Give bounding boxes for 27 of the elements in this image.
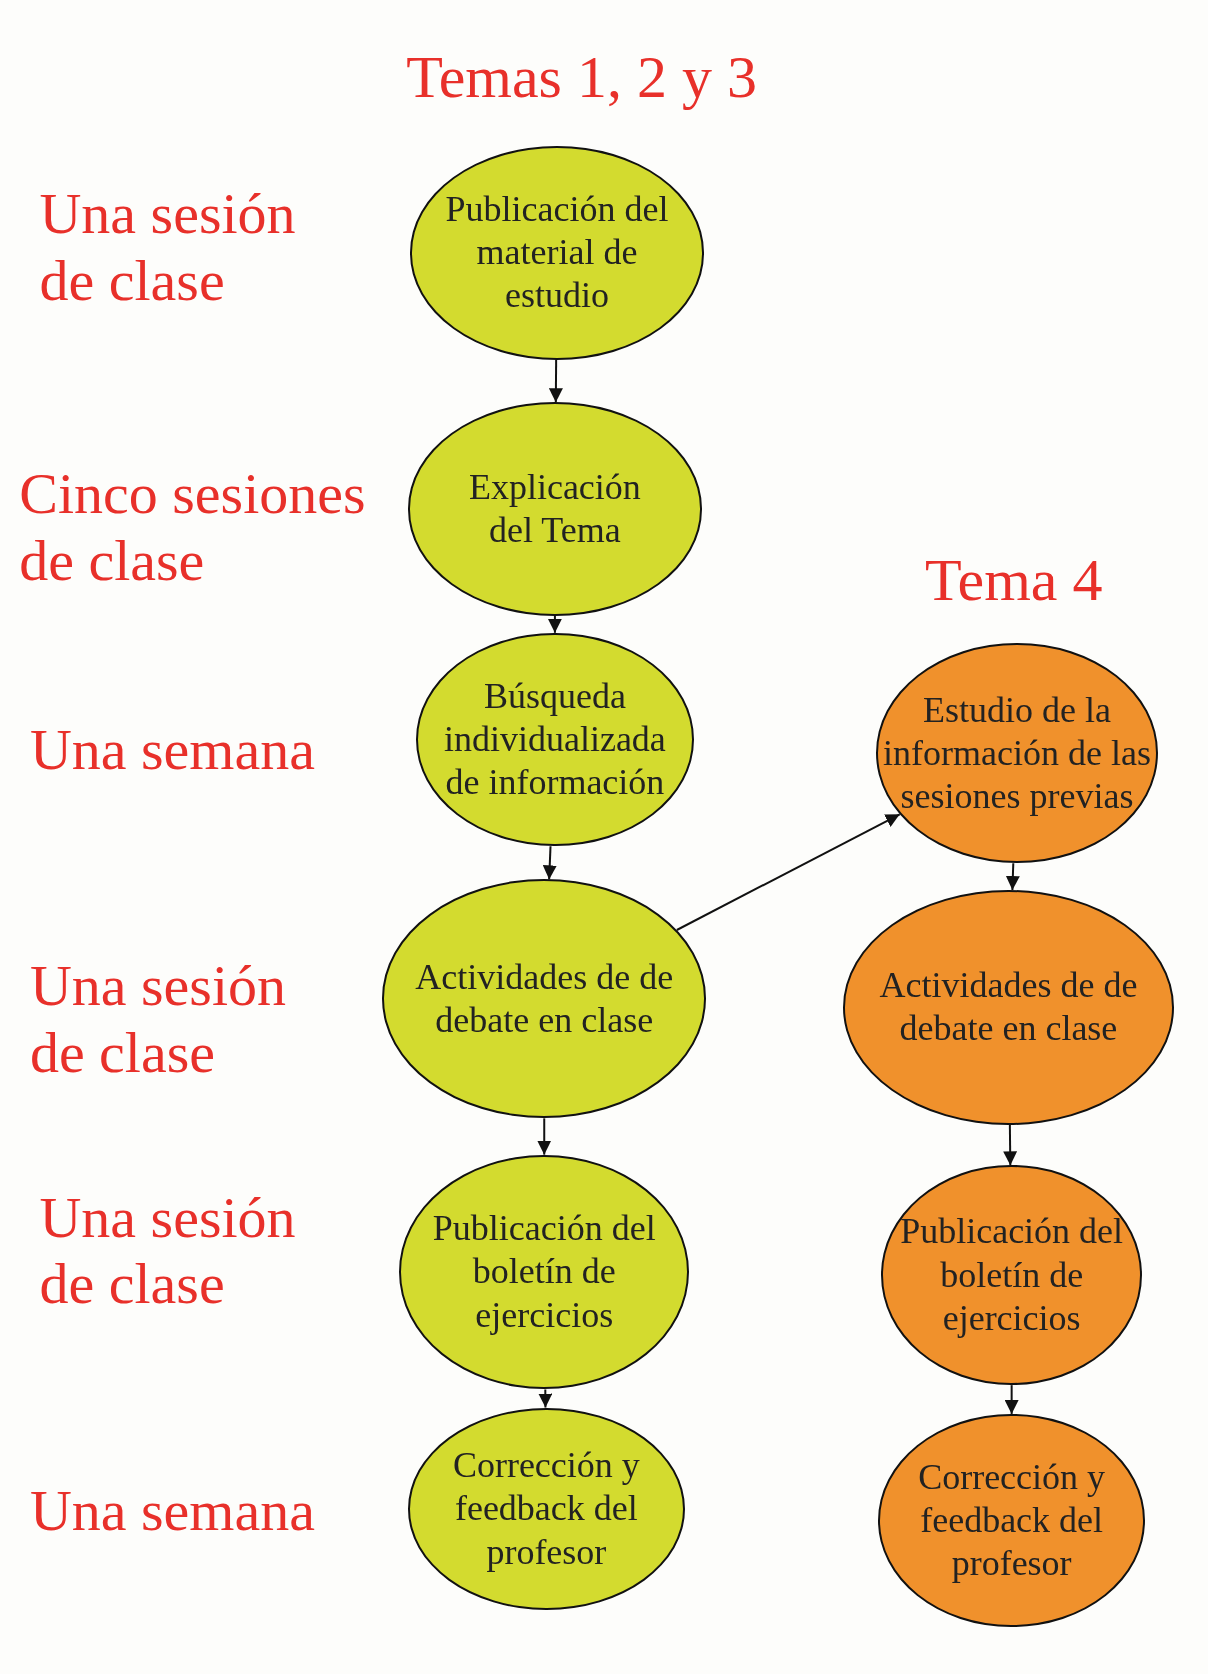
node-text: Búsqueda individualizada de información (442, 674, 667, 805)
duration-label: Una sesión de clase (29, 952, 287, 1087)
duration-label: Una semana (29, 717, 316, 784)
arrow (537, 1117, 552, 1156)
arrow (1004, 1384, 1019, 1415)
arrow (548, 358, 563, 404)
node-text: Estudio de la información de las sesiones previas (882, 688, 1152, 818)
column-heading: Tema 4 (924, 546, 1104, 616)
node-text: Actividades de de debate en clase (414, 955, 675, 1042)
node-text: Corrección y feedback del profesor (917, 1455, 1107, 1586)
duration-label: Una semana (29, 1478, 316, 1545)
arrow (675, 813, 901, 931)
node-text: Publicación del boletín de ejercicios (899, 1210, 1125, 1340)
node-text: Explicación del Tema (467, 465, 642, 552)
duration-label: Cinco sesiones de clase (19, 461, 367, 595)
node-text: Actividades de de debate en clase (878, 964, 1139, 1051)
arrow (542, 845, 557, 881)
duration-label: Una sesión de clase (39, 1184, 297, 1318)
arrow (547, 614, 562, 634)
column-heading: Temas 1, 2 y 3 (405, 42, 758, 112)
arrow (1003, 1123, 1018, 1167)
node-text: Publicación del material de estudio (444, 188, 670, 318)
duration-label: Una sesión de clase (39, 181, 297, 315)
arrow (1005, 862, 1020, 892)
node-text: Corrección y feedback del profesor (451, 1444, 641, 1574)
node-text: Publicación del boletín de ejercicios (431, 1207, 657, 1337)
arrow (538, 1388, 553, 1409)
